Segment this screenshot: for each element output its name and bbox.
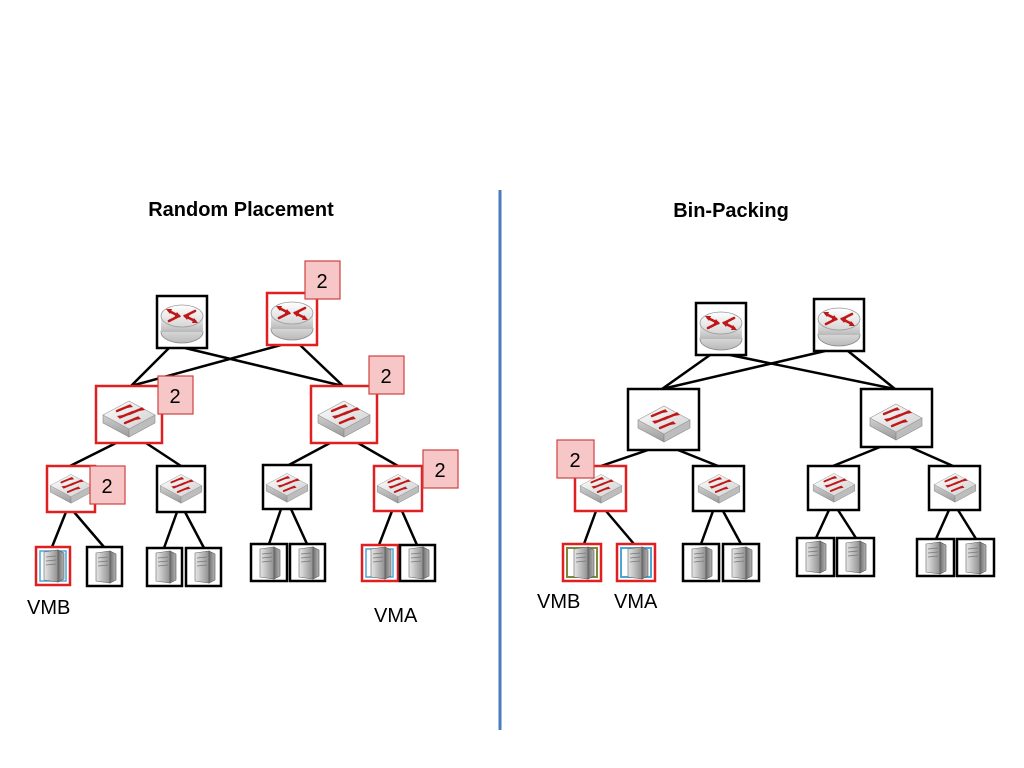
svg-text:2: 2 (169, 386, 180, 408)
server-left-4 (184, 546, 223, 588)
server-icon (408, 546, 430, 580)
left-panel-links (50, 343, 419, 549)
vma-label-right: VMA (614, 591, 658, 613)
router-core-left-2 (265, 291, 319, 347)
server-left-2 (85, 545, 124, 588)
server-icon (965, 541, 987, 575)
server-right-5 (795, 536, 836, 578)
right-panel-title: Bin-Packing (673, 200, 789, 222)
server-right-3 (681, 542, 721, 583)
switch-edge-right-2 (691, 464, 746, 513)
server-left-3 (145, 546, 184, 588)
server-left-vmb (34, 545, 72, 587)
switch-edge-right-4 (927, 464, 982, 512)
switch-edge-left-3 (261, 463, 313, 511)
server-left-6 (288, 542, 327, 583)
server-icon (845, 540, 867, 574)
server-icon (691, 546, 713, 580)
switch-agg-left-2 (309, 384, 379, 445)
server-icon (259, 546, 281, 580)
switch-agg-right-2 (859, 387, 934, 449)
server-icon (43, 549, 65, 583)
badge-right-edge-1: 2 (556, 439, 595, 479)
badge-left-edge-4: 2 (422, 449, 459, 489)
vma-label-left: VMA (374, 605, 418, 627)
server-icon (573, 546, 595, 580)
switch-agg-left-1 (94, 384, 164, 445)
server-right-6 (835, 536, 876, 578)
server-icon (370, 546, 392, 580)
server-icon (155, 550, 177, 584)
router-core-left-1 (155, 294, 209, 350)
server-right-8 (955, 537, 996, 578)
switch-edge-left-2 (155, 464, 207, 514)
switch-edge-right-3 (806, 464, 861, 512)
server-left-vma (360, 543, 400, 583)
router-icon (698, 310, 744, 352)
server-icon (731, 546, 753, 580)
switch-edge-left-1 (45, 464, 97, 514)
switch-agg-right-1 (626, 387, 701, 452)
router-icon (159, 303, 205, 345)
server-right-vma (615, 542, 657, 583)
server-right-7 (915, 537, 956, 578)
server-left-5 (249, 542, 289, 583)
badge-left-edge-1: 2 (89, 465, 126, 505)
server-icon (925, 541, 947, 575)
server-right-4 (721, 542, 761, 583)
switch-edge-left-4 (372, 464, 424, 513)
badge-left-core: 2 (304, 260, 341, 300)
router-icon (269, 300, 315, 342)
badge-left-agg-2: 2 (368, 355, 405, 395)
server-left-8 (398, 543, 437, 583)
server-icon (298, 546, 320, 580)
svg-text:2: 2 (434, 460, 445, 482)
right-panel-links (582, 349, 978, 545)
svg-text:2: 2 (316, 271, 327, 293)
router-icon (816, 306, 862, 348)
svg-text:2: 2 (380, 366, 391, 388)
badge-left-agg-1: 2 (157, 375, 194, 415)
server-icon (194, 550, 216, 584)
router-core-right-2 (812, 297, 866, 353)
server-icon (805, 540, 827, 574)
vmb-label-left: VMB (27, 597, 70, 619)
server-icon (627, 546, 649, 580)
svg-text:2: 2 (569, 450, 580, 472)
server-right-vmb (561, 542, 603, 583)
router-core-right-1 (694, 301, 748, 357)
svg-text:2: 2 (101, 476, 112, 498)
server-icon (95, 550, 117, 584)
left-panel-title: Random Placement (148, 199, 334, 221)
vmb-label-right: VMB (537, 591, 580, 613)
